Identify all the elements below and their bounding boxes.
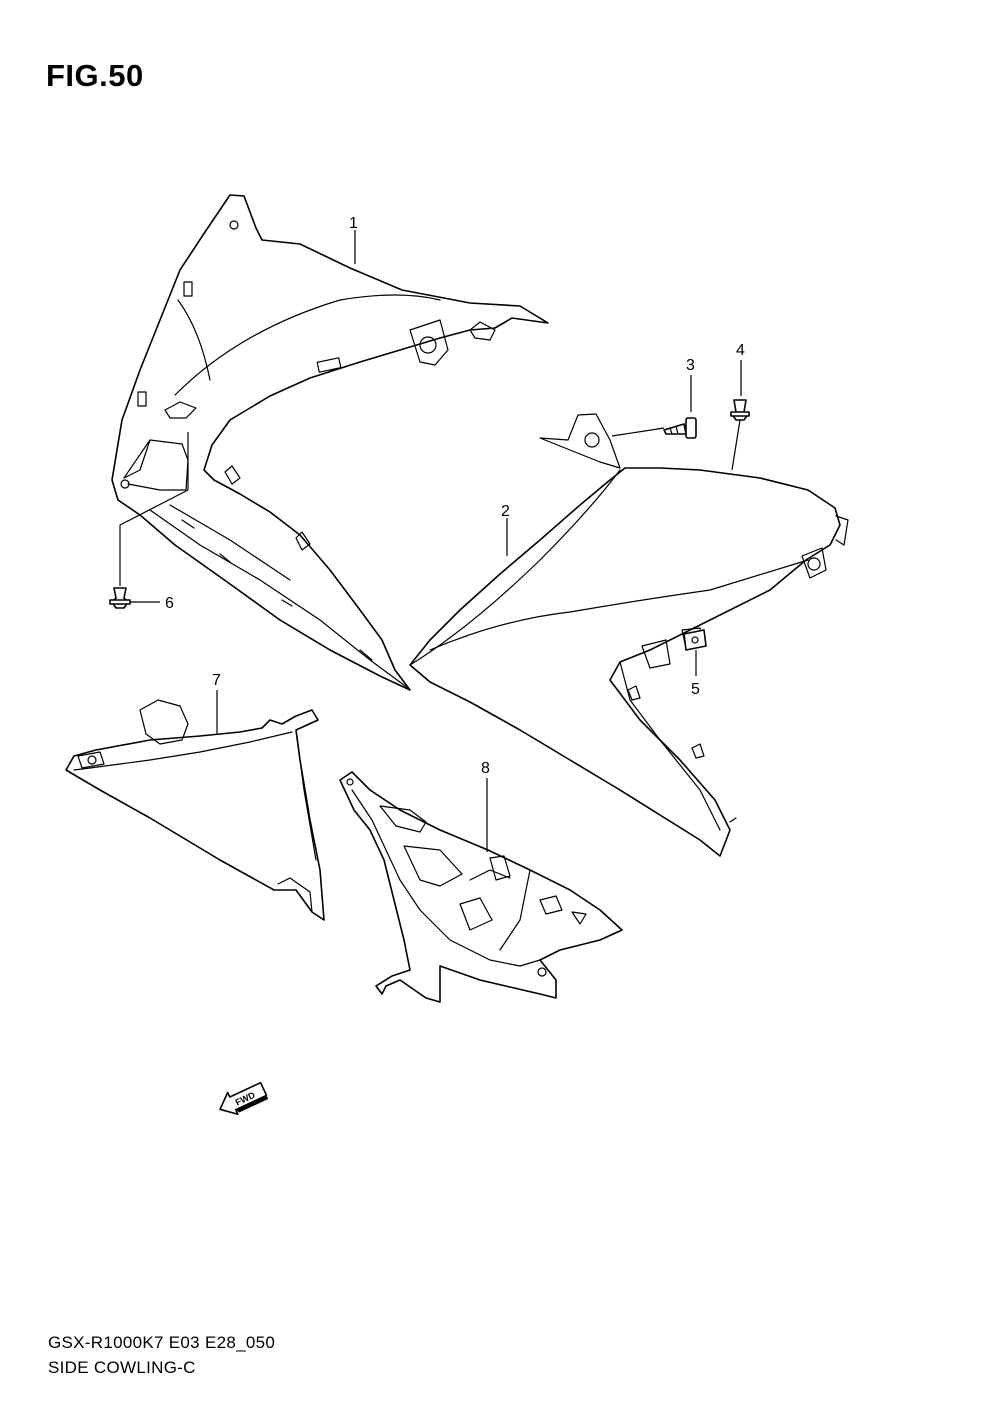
callout-3: 3 bbox=[686, 357, 695, 374]
part-5-nut bbox=[683, 629, 707, 651]
leader-lines bbox=[119, 230, 742, 852]
part-4-clip bbox=[730, 399, 750, 421]
callout-4: 4 bbox=[736, 342, 745, 359]
section-name: SIDE COWLING-C bbox=[48, 1358, 196, 1377]
callout-5: 5 bbox=[691, 681, 700, 698]
part-2-lower-cowling bbox=[409, 413, 849, 857]
part-6-clip bbox=[109, 587, 131, 609]
part-3-screw bbox=[663, 417, 697, 439]
part-8-inner-bracket bbox=[339, 771, 623, 1003]
callout-1: 1 bbox=[349, 215, 358, 232]
part-1-upper-cowling bbox=[111, 194, 549, 691]
callout-6: 6 bbox=[165, 595, 174, 612]
callout-8: 8 bbox=[481, 760, 490, 777]
callout-7: 7 bbox=[212, 672, 221, 689]
fwd-arrow-icon: FWD bbox=[219, 1081, 269, 1116]
figure-title: FIG.50 bbox=[46, 58, 144, 93]
model-code: GSX-R1000K7 E03 E28_050 bbox=[48, 1333, 276, 1352]
part-7-inner-panel bbox=[65, 699, 325, 921]
callout-2: 2 bbox=[501, 503, 510, 520]
